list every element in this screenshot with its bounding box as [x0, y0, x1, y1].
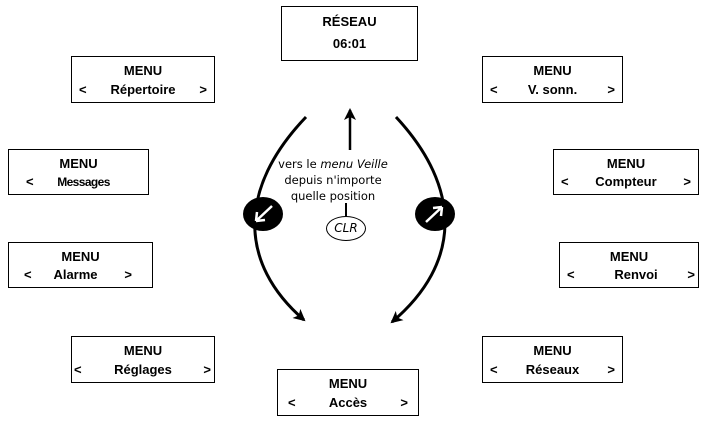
right-arrow: >	[124, 267, 132, 282]
right-arrow: >	[203, 362, 211, 377]
left-arrow: <	[561, 174, 569, 189]
clr-key[interactable]: CLR	[326, 216, 366, 241]
right-arrow: >	[687, 267, 695, 282]
left-nav-key-icon	[243, 197, 283, 231]
right-arrow: >	[683, 174, 691, 189]
left-arrow: <	[490, 362, 498, 377]
menu-reseaux[interactable]: MENU < Réseaux >	[482, 336, 623, 383]
left-arrow: <	[288, 395, 296, 410]
menu-acces[interactable]: MENU < Accès >	[277, 369, 419, 416]
menu-label: Répertoire	[110, 82, 176, 97]
right-arrow: >	[199, 82, 207, 97]
left-arrow: <	[79, 82, 87, 97]
network-label: RÉSEAU	[322, 14, 377, 29]
menu-label: Réglages	[114, 362, 172, 377]
left-arrow: <	[74, 362, 82, 377]
menu-repertoire[interactable]: MENU < Répertoire >	[71, 56, 215, 103]
left-arrow: <	[567, 267, 575, 282]
menu-label: Renvoi	[614, 267, 658, 282]
right-arrow: >	[607, 82, 615, 97]
menu-v-sonn[interactable]: MENU < V. sonn. >	[482, 56, 623, 103]
menu-renvoi[interactable]: MENU < Renvoi >	[559, 242, 699, 288]
menu-label: Alarme	[53, 267, 98, 282]
left-arrow: <	[490, 82, 498, 97]
menu-reglages[interactable]: MENU < Réglages >	[71, 336, 215, 383]
left-arrow: <	[24, 267, 32, 282]
menu-label: Réseaux	[525, 362, 580, 377]
menu-label: Messages	[57, 175, 110, 189]
menu-label: V. sonn.	[527, 82, 578, 97]
right-nav-key-icon	[415, 197, 455, 231]
menu-veille-text: menu Veille	[320, 157, 388, 171]
clock-display: 06:01	[332, 36, 367, 51]
menu-messages[interactable]: MENU < Messages	[8, 149, 149, 195]
standby-screen: RÉSEAU 06:01	[281, 6, 418, 61]
standby-return-note: vers le menu Veille depuis n'importe que…	[278, 157, 388, 203]
right-arrow: >	[607, 362, 615, 377]
menu-compteur[interactable]: MENU < Compteur >	[553, 149, 699, 195]
menu-alarme[interactable]: MENU < Alarme >	[8, 242, 153, 288]
menu-label: Compteur	[595, 174, 657, 189]
left-arrow: <	[26, 174, 34, 189]
right-arrow: >	[400, 395, 408, 410]
menu-label: Accès	[328, 395, 368, 410]
